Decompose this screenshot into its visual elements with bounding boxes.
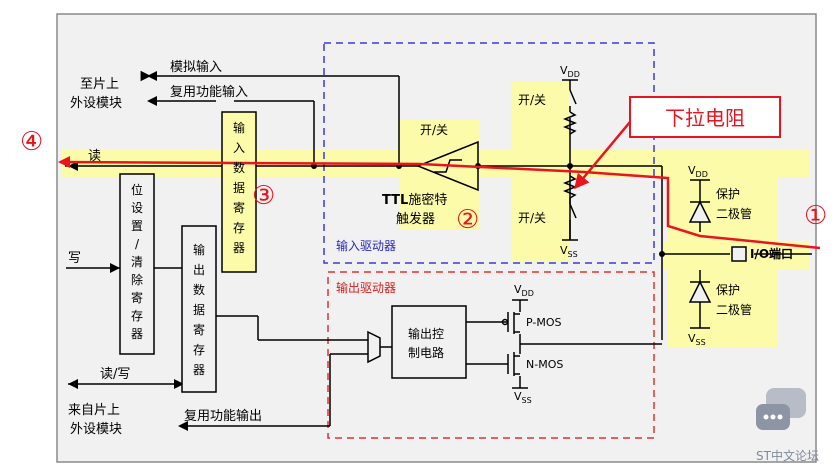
- svg-text:存: 存: [193, 343, 205, 357]
- analog-input-label: 模拟输入: [170, 59, 222, 75]
- nmos-label: N-MOS: [526, 358, 563, 371]
- protect-bottom-label-2: 二极管: [716, 302, 752, 317]
- output-data-register: [181, 225, 217, 393]
- on-off-bottom-label: 开/关: [518, 211, 546, 225]
- bsrr-text: 位 设 置 / 清 除 寄 存 器: [131, 182, 143, 341]
- output-driver-label: 输出驱动器: [336, 280, 396, 295]
- svg-text:设: 设: [131, 201, 143, 215]
- svg-text:寄: 寄: [233, 200, 245, 215]
- svg-text:器: 器: [131, 327, 143, 341]
- alt-func-input-label: 复用功能输入: [170, 84, 248, 100]
- svg-text:器: 器: [193, 363, 205, 377]
- highlight-areas: [62, 82, 810, 347]
- multiplexer-icon: [367, 330, 381, 364]
- input-driver-box: [323, 42, 655, 264]
- svg-text:VDD: VDD: [514, 283, 534, 298]
- output-control-circuit: [391, 305, 467, 379]
- svg-text:据: 据: [233, 181, 245, 195]
- svg-text:寄: 寄: [193, 322, 205, 337]
- alt-func-output-label: 复用功能输出: [184, 408, 262, 424]
- svg-text:置: 置: [131, 219, 143, 233]
- svg-text:据: 据: [193, 303, 205, 317]
- svg-text:存: 存: [131, 309, 143, 323]
- wires: [65, 70, 812, 427]
- svg-text:位: 位: [131, 182, 143, 197]
- top-border: [0, 0, 836, 6]
- marker-4: ④: [20, 127, 43, 157]
- trigger-label: 触发器: [396, 211, 435, 227]
- pmos-label: P-MOS: [526, 316, 562, 329]
- svg-text:输: 输: [193, 242, 205, 257]
- pull-down-callout: [629, 96, 781, 138]
- on-off-top-label: 开/关: [518, 93, 546, 107]
- svg-text:器: 器: [233, 241, 245, 255]
- from-onchip-label-2: 外设模块: [70, 422, 122, 437]
- svg-text:存: 存: [233, 221, 245, 235]
- svg-text:VSS: VSS: [688, 332, 706, 347]
- to-onchip-label-2: 外设模块: [70, 96, 122, 111]
- io-pad-icon: [731, 246, 747, 262]
- marker-1: ①: [804, 201, 827, 231]
- svg-text:VDD: VDD: [688, 164, 708, 179]
- read-path-arrowhead: [58, 156, 70, 168]
- svg-text:除: 除: [131, 272, 143, 287]
- input-data-register: [221, 111, 257, 273]
- ttl-label: TTL施密特: [382, 192, 447, 208]
- svg-text:寄: 寄: [131, 290, 143, 305]
- svg-text:VSS: VSS: [514, 390, 532, 405]
- pull-down-callout-text: 下拉电阻: [665, 106, 745, 130]
- protect-top-label-1: 保护: [716, 187, 740, 201]
- output-control-label-1: 输出控: [408, 326, 444, 341]
- svg-text:/: /: [135, 237, 140, 251]
- watermark-text: ST中文论坛: [756, 448, 819, 463]
- read-path: [59, 160, 821, 250]
- marker-3: ③: [252, 181, 275, 211]
- svg-text:清: 清: [131, 255, 143, 269]
- svg-text:数: 数: [233, 160, 245, 175]
- from-onchip-label-1: 来自片上: [68, 403, 120, 418]
- input-driver-label: 输入驱动器: [336, 238, 396, 253]
- read-write-label: 读/写: [100, 367, 130, 382]
- on-off-mid-label: 开/关: [420, 123, 448, 137]
- arrowheads: [68, 71, 188, 431]
- svg-text:VSS: VSS: [560, 244, 578, 259]
- bit-set-reset-register: [119, 173, 155, 355]
- output-control-label-2: 制电路: [408, 345, 444, 360]
- to-onchip-label-1: 至片上: [80, 77, 119, 92]
- input-data-register-text: 输 入 数 据 寄 存 器: [233, 120, 245, 255]
- svg-text:出: 出: [193, 263, 205, 277]
- svg-text:数: 数: [193, 282, 205, 297]
- protect-bottom-label-1: 保护: [716, 283, 740, 297]
- output-data-register-text: 输 出 数 据 寄 存 器: [193, 242, 205, 377]
- marker-2: ②: [456, 205, 479, 235]
- pmos-transistor-icon: [501, 299, 528, 334]
- read-label: 读: [88, 149, 101, 164]
- supply-labels: VDD VSS VDD VSS VDD VSS: [514, 64, 708, 405]
- io-port-label: I/O端口: [750, 246, 793, 261]
- forum-logo-icon: [756, 388, 806, 430]
- protect-top-label-2: 二极管: [716, 206, 752, 221]
- svg-text:入: 入: [233, 141, 245, 155]
- output-driver-box: [327, 271, 655, 439]
- write-label: 写: [68, 251, 81, 266]
- protection-diode-icon: [688, 179, 712, 329]
- nmos-transistor-icon: [507, 352, 528, 389]
- svg-text:输: 输: [233, 120, 245, 135]
- svg-text:VDD: VDD: [560, 64, 580, 79]
